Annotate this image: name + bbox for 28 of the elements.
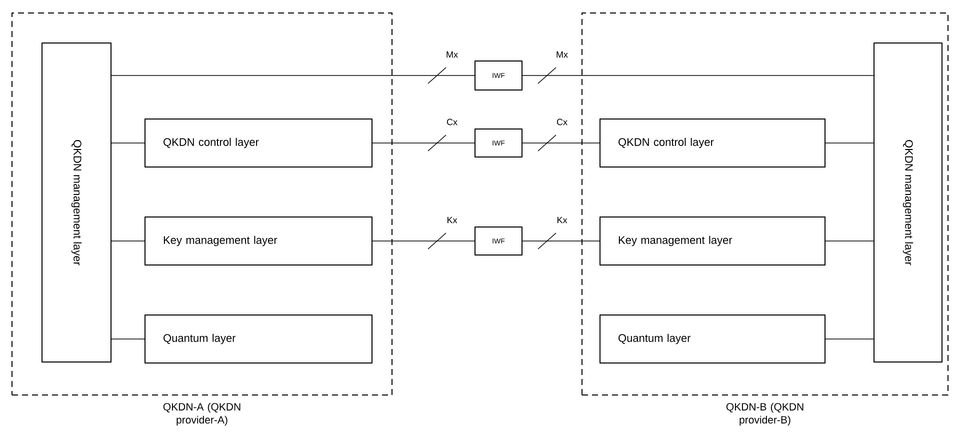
connector-line — [522, 75, 874, 76]
edge-label: Mx — [556, 51, 568, 58]
connector-line — [372, 240, 476, 242]
connector-line — [824, 338, 874, 340]
edge-label: Kx — [448, 216, 458, 224]
connector-line — [522, 240, 600, 242]
edge-label: Cx — [446, 118, 458, 126]
layer-box: Quantum layer — [600, 314, 826, 364]
connector-line — [824, 142, 874, 144]
connector-line — [522, 142, 600, 144]
edge-label: Mx — [446, 51, 458, 58]
edge-label: Kx — [558, 216, 568, 224]
layer-box: QKDN control layer — [600, 118, 826, 168]
layer-box: QKDN control layer — [144, 118, 372, 168]
edge-label: Cx — [556, 118, 568, 126]
layer-box: Key management layer — [600, 216, 826, 266]
node-label: QKDN-A (QKDN provider-A) — [163, 402, 240, 426]
connector-line — [110, 338, 146, 340]
connector-line — [372, 142, 476, 144]
connector-line — [110, 75, 476, 76]
connector-line — [110, 142, 146, 144]
connector-line — [824, 240, 874, 242]
node-label: QKDN-B (QKDN provider-B) — [726, 402, 804, 426]
layer-box: QKDN management layer — [874, 42, 942, 362]
layer-box: Key management layer — [144, 216, 372, 266]
layer-box: QKDN management layer — [42, 42, 112, 362]
connector-line — [110, 240, 146, 242]
layer-box: Quantum layer — [144, 314, 372, 364]
